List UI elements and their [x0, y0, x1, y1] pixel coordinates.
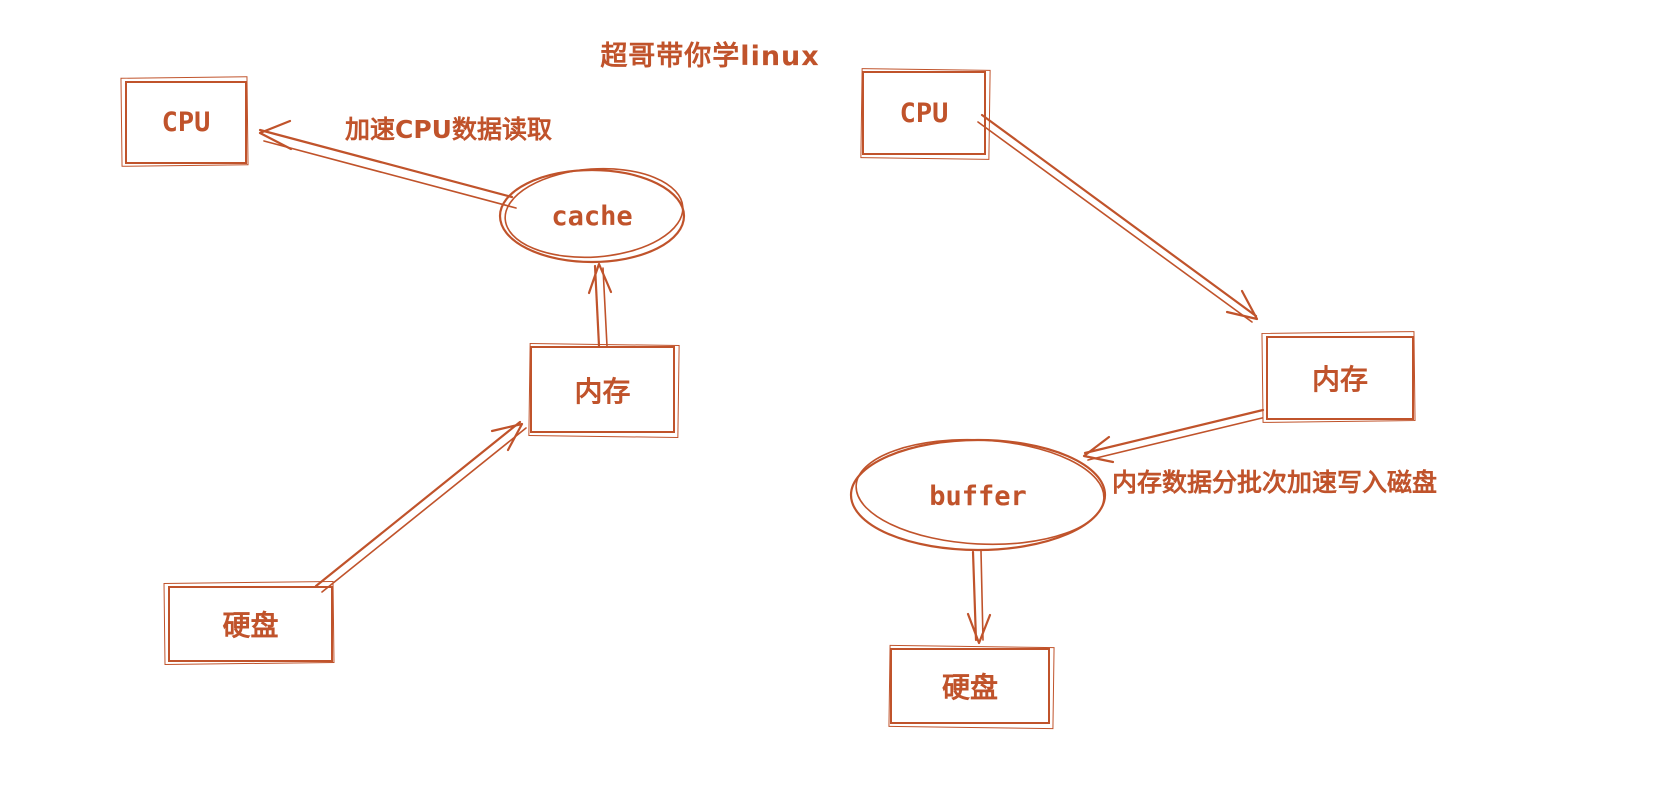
left-memory-label: 内存 [574, 374, 631, 408]
arrow-head [1225, 289, 1259, 321]
cache-label: cache [551, 200, 633, 232]
arrow-line [593, 264, 601, 348]
right-memory-label: 内存 [1311, 363, 1368, 396]
right-memory-node: 内存 [1266, 336, 1414, 420]
arrow-disk-to-memory [314, 420, 527, 593]
page-title: 超哥带你学linux [600, 41, 820, 72]
arrow-line [1087, 417, 1263, 461]
cache-ellipse [498, 167, 686, 264]
buffer-label: buffer [929, 480, 1027, 512]
arrow-head [1082, 435, 1115, 464]
right-cpu-label: CPU [899, 97, 949, 129]
arrow-buffer-to-disk [966, 550, 992, 645]
right-cpu-node: CPU [862, 71, 986, 155]
left-memory-node: 内存 [530, 346, 675, 433]
arrow-head [490, 422, 524, 452]
arrow-line [258, 128, 514, 199]
ellipse-stroke [855, 438, 1105, 546]
arrow-cache-to-cpu [258, 119, 517, 209]
left-disk-node: 硬盘 [168, 586, 333, 662]
arrow-cpu-to-memory [977, 113, 1259, 323]
arrow-line [263, 140, 517, 209]
arrow-line [971, 550, 978, 642]
arrow-memory-to-buffer [1082, 408, 1265, 464]
ellipse-stroke [504, 167, 684, 259]
arrow-line [321, 427, 527, 593]
arrow-head [587, 262, 613, 295]
memory-to-disk-arrow-label: 内存数据分批次加速写入磁盘 [1112, 468, 1438, 497]
left-disk-label: 硬盘 [222, 609, 279, 642]
arrow-head [258, 119, 293, 151]
left-cpu-label: CPU [161, 107, 211, 138]
arrow-memory-to-cache [587, 262, 613, 348]
arrow-line [980, 113, 1258, 318]
arrow-line [314, 420, 522, 588]
arrow-line [602, 267, 608, 347]
buffer-ellipse [849, 438, 1107, 552]
arrow-line [980, 550, 984, 641]
right-disk-node: 硬盘 [890, 648, 1050, 724]
ellipse-stroke [498, 168, 686, 264]
arrow-line [977, 121, 1253, 323]
arrow-head [966, 612, 992, 645]
left-cpu-node: CPU [125, 81, 247, 164]
cache-to-cpu-arrow-label: 加速CPU数据读取 [345, 115, 552, 144]
arrow-line [1083, 408, 1265, 455]
right-disk-label: 硬盘 [941, 671, 998, 704]
